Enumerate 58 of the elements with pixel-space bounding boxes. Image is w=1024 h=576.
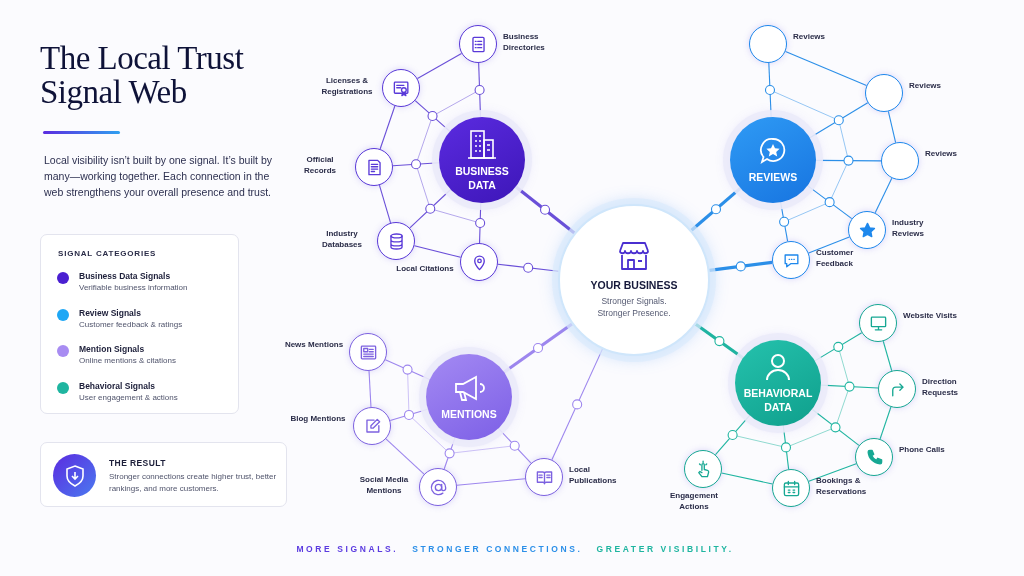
node-label: Bookings & Reservations xyxy=(816,476,868,498)
connector-line xyxy=(456,478,526,486)
connector-line xyxy=(368,370,372,408)
hub-label: BEHAVIORAL DATA xyxy=(743,387,813,414)
connector-line xyxy=(385,438,425,475)
legend-card xyxy=(40,234,239,414)
intro-paragraph: Local visibility isn’t built by one signal. It’s built by many—working together. Each connection in the web strengthens your overall presence and trust. xyxy=(44,153,273,200)
legend-label: Behavioral Signals xyxy=(79,380,156,391)
tagline-text: STRONGER CONNECTIONS. xyxy=(412,544,583,554)
node-label: Local Citations xyxy=(395,264,455,275)
node-label: Licenses & Registrations xyxy=(320,76,374,98)
legend-label: Business Data Signals xyxy=(79,271,171,281)
node-label: Reviews xyxy=(793,32,827,43)
node-label: Reviews xyxy=(909,81,943,92)
hub-label: REVIEWS xyxy=(747,170,799,185)
node-label: Local Publications xyxy=(569,465,618,487)
connector-line xyxy=(887,110,897,144)
connector-line xyxy=(808,463,857,482)
connector-line xyxy=(784,50,868,87)
connector-line xyxy=(808,236,850,254)
hub-label: MENTIONS xyxy=(440,407,498,422)
node-label: Industry Databases xyxy=(321,229,363,251)
hub-label: BUSINESS DATA xyxy=(454,165,510,192)
tagline-text: GREATER VISIBILITY. xyxy=(596,544,734,554)
connector-line xyxy=(416,52,463,80)
node-label: Direction Requests xyxy=(922,377,959,399)
node-label: Phone Calls xyxy=(899,445,946,456)
center-heading: YOUR BUSINESS xyxy=(590,278,678,291)
result-text: Stronger connections create higher trust, better rankings, and more customers. xyxy=(109,471,278,495)
connector-line xyxy=(379,105,396,150)
connector-line xyxy=(879,406,892,440)
node-label: Official Records xyxy=(303,155,337,177)
legend-heading: SIGNAL CATEGORIES xyxy=(58,249,157,258)
node-label: Industry Reviews xyxy=(892,218,926,240)
node-label: Website Visits xyxy=(903,311,958,322)
connector-line xyxy=(874,177,893,214)
center-subtitle: Stronger Signals. Stronger Presence. xyxy=(596,295,672,320)
connector-line xyxy=(378,184,392,224)
legend-description: User engagement & actions xyxy=(79,392,178,402)
legend-label: Mention Signals xyxy=(79,344,145,354)
node-label: Business Directories xyxy=(503,32,546,54)
legend-description: Online mentions & citations xyxy=(79,356,176,365)
node-label: Customer Feedback xyxy=(816,248,855,270)
legend-description: Customer feedback & ratings xyxy=(79,319,183,329)
connector-line xyxy=(721,472,773,485)
node-label: Social Media Mentions xyxy=(358,475,410,497)
legend-description: Verifiable business information xyxy=(79,283,188,292)
connector-line xyxy=(882,340,893,372)
node-label: Reviews xyxy=(925,149,959,160)
node-label: News Mentions xyxy=(284,340,344,351)
tagline-text: MORE SIGNALS. xyxy=(296,544,399,554)
title: The Local Trust Signal Web xyxy=(40,42,245,110)
result-heading: THE RESULT xyxy=(109,458,166,468)
node-label: Blog Mentions xyxy=(289,414,347,425)
node-label: Engagement Actions xyxy=(669,491,719,513)
connector-line xyxy=(413,245,462,258)
legend-label: Review Signals xyxy=(79,307,141,318)
result-card xyxy=(40,442,287,507)
